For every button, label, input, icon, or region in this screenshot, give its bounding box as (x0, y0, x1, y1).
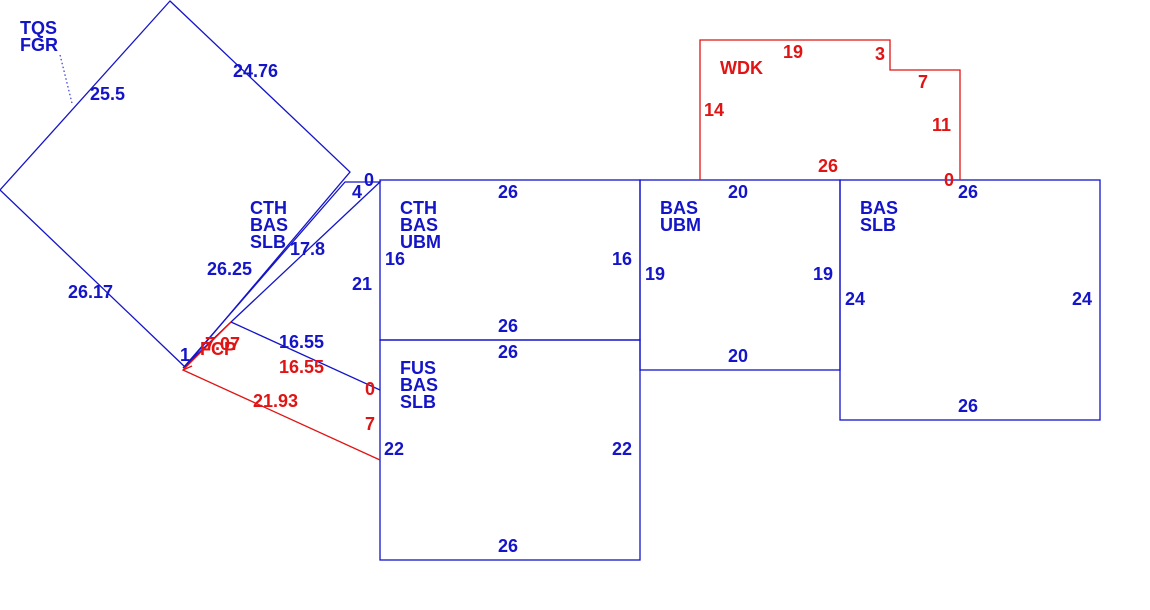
fcp-small-edge (182, 365, 193, 371)
fcp-side-short: 7.07 (205, 334, 240, 354)
cth-slb-side-4: 26.25 (207, 259, 252, 279)
wdk-side-step-vertical: 3 (875, 44, 885, 64)
cth-ubm-side-outer: 21 (352, 274, 372, 294)
fcp-side-corner: 0 (365, 379, 375, 399)
cth-ubm-side-right: 16 (612, 249, 632, 269)
wdk-side-right: 11 (932, 115, 951, 135)
tqs-side-3: 26.17 (68, 282, 113, 302)
cth-ubm-label-line-2: BAS (400, 215, 438, 235)
fcp-side-long: 21.93 (253, 391, 298, 411)
tqs-label-line-2: FGR (20, 35, 58, 55)
bas-ubm-label-line-1: BAS (660, 198, 698, 218)
cth-ubm-side-left: 16 (385, 249, 405, 269)
bas-ubm-side-bottom: 20 (728, 346, 748, 366)
fus-label-line-3: SLB (400, 392, 436, 412)
tqs-side-2: 24.76 (233, 61, 278, 81)
bas-slb-label-line-2: SLB (860, 215, 896, 235)
bas-slb-side-top: 26 (958, 182, 978, 202)
cth-ubm-side-top: 26 (498, 182, 518, 202)
wdk-side-bottom: 26 (818, 156, 838, 176)
bas-slb-side-right: 24 (1072, 289, 1092, 309)
bas-slb-area-outline (839, 179, 1101, 421)
wdk-label: WDK (720, 58, 763, 78)
connector-line (230, 321, 381, 391)
fus-side-bottom: 26 (498, 536, 518, 556)
cth-slb-side-2: 4 (352, 182, 362, 202)
wdk-area-outline (699, 39, 961, 180)
fus-label-line-2: BAS (400, 375, 438, 395)
wdk-side-left: 14 (704, 100, 724, 120)
cth-slb-label-line-3: SLB (250, 232, 286, 252)
tqs-leader-line (59, 54, 73, 104)
cth-slb-side-5: 1 (180, 345, 190, 365)
cth-ubm-label-line-3: UBM (400, 232, 441, 252)
cth-slb-side-1: 0 (364, 170, 374, 190)
connector-length: 16.55 (279, 332, 324, 352)
wdk-side-corner: 0 (944, 170, 954, 190)
fcp-label: FCP (200, 339, 236, 359)
fus-area-outline (379, 339, 641, 561)
tqs-side-1: 25.5 (90, 84, 125, 104)
tqs-label-line-1: TQS (20, 18, 57, 38)
tqs-area-outline (0, 0, 351, 368)
bas-ubm-label-line-2: UBM (660, 215, 701, 235)
bas-ubm-side-top: 20 (728, 182, 748, 202)
fus-label-line-1: FUS (400, 358, 436, 378)
cth-slb-side-3: 17.8 (290, 239, 325, 259)
fcp-side-end: 7 (365, 414, 375, 434)
cth-ubm-label-line-1: CTH (400, 198, 437, 218)
fus-side-left: 22 (384, 439, 404, 459)
wdk-side-step-horizontal: 7 (918, 72, 928, 92)
cth-ubm-side-bottom: 26 (498, 316, 518, 336)
bas-ubm-side-left: 19 (645, 264, 665, 284)
bas-slb-side-left: 24 (845, 289, 865, 309)
bas-ubm-side-right: 19 (813, 264, 833, 284)
cth-slb-label-line-1: CTH (250, 198, 287, 218)
bas-slb-label-line-1: BAS (860, 198, 898, 218)
bas-slb-side-bottom: 26 (958, 396, 978, 416)
cth-slb-label-line-2: BAS (250, 215, 288, 235)
fus-side-right: 22 (612, 439, 632, 459)
wdk-side-top: 19 (783, 42, 803, 62)
fus-side-top: 26 (498, 342, 518, 362)
fcp-side-inner: 16.55 (279, 357, 324, 377)
